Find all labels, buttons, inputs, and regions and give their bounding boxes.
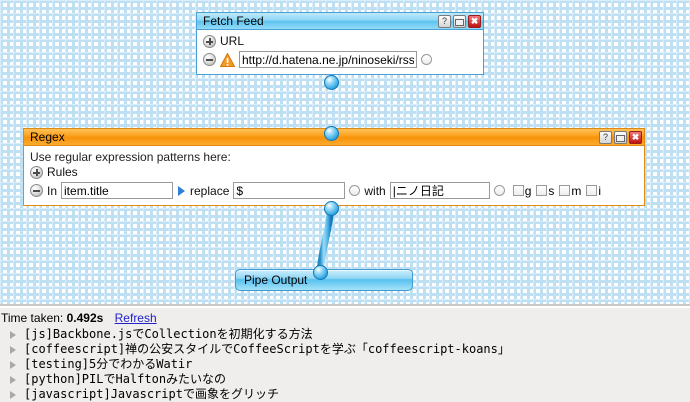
results-item-list: [js]Backbone.jsでCollectionを初期化する方法 [coff… [0, 327, 690, 402]
regex-rule-row: In replace with g [30, 182, 638, 199]
minimize-icon[interactable] [614, 130, 627, 144]
warning-icon [220, 52, 235, 67]
status-line: Time taken: 0.492s Refresh [0, 311, 690, 327]
flag-i-label: i [598, 183, 602, 198]
rules-section-row: Rules [30, 165, 638, 179]
regex-window-buttons: ? ✖ [599, 130, 642, 144]
regex-title: Regex [30, 129, 65, 144]
pipe-canvas[interactable]: Fetch Feed ? ✖ URL [0, 0, 690, 306]
expand-triangle-icon[interactable] [10, 391, 16, 399]
list-item-label: [coffeescript]禅の公安スタイルでCoffeeScriptを学ぶ「c… [24, 342, 510, 356]
list-item-label: [testing]5分でわかるWatir [24, 357, 193, 371]
collapse-minus-icon[interactable] [30, 184, 43, 197]
with-input[interactable] [389, 182, 490, 199]
help-icon[interactable]: ? [438, 14, 451, 28]
list-item[interactable]: [javascript]Javascriptで画象をグリッチ [0, 387, 690, 402]
module-regex[interactable]: Regex ? ✖ Use regular expression pattern… [23, 128, 645, 206]
flag-m-label: m [571, 183, 582, 198]
in-label: In [47, 183, 58, 198]
flag-s-checkbox[interactable] [536, 185, 548, 196]
flag-s[interactable]: s [536, 184, 554, 198]
results-panel: Time taken: 0.492s Refresh [js]Backbone.… [0, 308, 690, 402]
expand-triangle-icon[interactable] [10, 331, 16, 339]
close-icon[interactable]: ✖ [468, 14, 481, 28]
anchor-fetch-output[interactable] [324, 75, 339, 90]
expand-triangle-icon[interactable] [10, 376, 16, 384]
flag-g-label: g [524, 183, 532, 198]
replace-output-radio[interactable] [349, 185, 361, 196]
minimize-icon[interactable] [453, 14, 466, 28]
collapse-minus-icon[interactable] [203, 53, 216, 66]
fetch-feed-body: URL [197, 30, 483, 74]
regex-hint: Use regular expression patterns here: [30, 150, 231, 164]
anchor-regex-output[interactable] [324, 201, 339, 216]
refresh-link[interactable]: Refresh [114, 311, 157, 325]
with-output-radio[interactable] [493, 185, 505, 196]
close-icon[interactable]: ✖ [629, 130, 642, 144]
flag-i[interactable]: i [586, 184, 601, 198]
fetch-feed-title: Fetch Feed [203, 13, 264, 28]
with-label: with [364, 183, 386, 198]
list-item-label: [python]PILでHalftonみたいなの [24, 372, 227, 386]
anchor-pipe-output-input[interactable] [313, 265, 328, 280]
expand-plus-icon[interactable] [203, 34, 216, 48]
anchor-regex-input[interactable] [324, 126, 339, 141]
list-item[interactable]: [testing]5分でわかるWatir [0, 357, 690, 372]
rules-section-label: Rules [47, 165, 78, 179]
url-section-row: URL [203, 34, 477, 48]
module-fetch-feed[interactable]: Fetch Feed ? ✖ URL [196, 12, 484, 75]
list-item[interactable]: [python]PILでHalftonみたいなの [0, 372, 690, 387]
pipe-output-label: Pipe Output [244, 273, 308, 287]
help-icon[interactable]: ? [599, 130, 612, 144]
wire-regex-to-output [316, 204, 335, 276]
flag-g-checkbox[interactable] [512, 185, 524, 196]
regex-body: Use regular expression patterns here: Ru… [24, 146, 644, 205]
url-output-radio[interactable] [421, 54, 432, 65]
list-item-label: [js]Backbone.jsでCollectionを初期化する方法 [24, 327, 313, 341]
in-field-input[interactable] [61, 182, 174, 199]
replace-label: replace [190, 183, 230, 198]
expand-triangle-icon[interactable] [10, 346, 16, 354]
expand-plus-icon[interactable] [30, 165, 43, 179]
time-taken-value: 0.492s [66, 311, 104, 325]
regex-flags-group: g s m i [512, 183, 605, 198]
url-input-row [203, 51, 477, 68]
arrow-right-icon[interactable] [178, 185, 186, 196]
expand-triangle-icon[interactable] [10, 361, 16, 369]
replace-input[interactable] [233, 182, 346, 199]
flag-m-checkbox[interactable] [559, 185, 571, 196]
flag-s-label: s [548, 183, 555, 198]
list-item-label: [javascript]Javascriptで画象をグリッチ [24, 387, 279, 401]
fetch-feed-window-buttons: ? ✖ [438, 14, 481, 28]
fetch-feed-titlebar[interactable]: Fetch Feed ? ✖ [197, 13, 483, 30]
flag-i-checkbox[interactable] [586, 185, 598, 196]
url-section-label: URL [220, 34, 245, 48]
flag-m[interactable]: m [559, 184, 581, 198]
url-input[interactable] [239, 51, 417, 68]
flag-g[interactable]: g [512, 183, 532, 198]
list-item[interactable]: [coffeescript]禅の公安スタイルでCoffeeScriptを学ぶ「c… [0, 342, 690, 357]
time-taken-label: Time taken: [1, 311, 64, 325]
list-item[interactable]: [js]Backbone.jsでCollectionを初期化する方法 [0, 327, 690, 342]
